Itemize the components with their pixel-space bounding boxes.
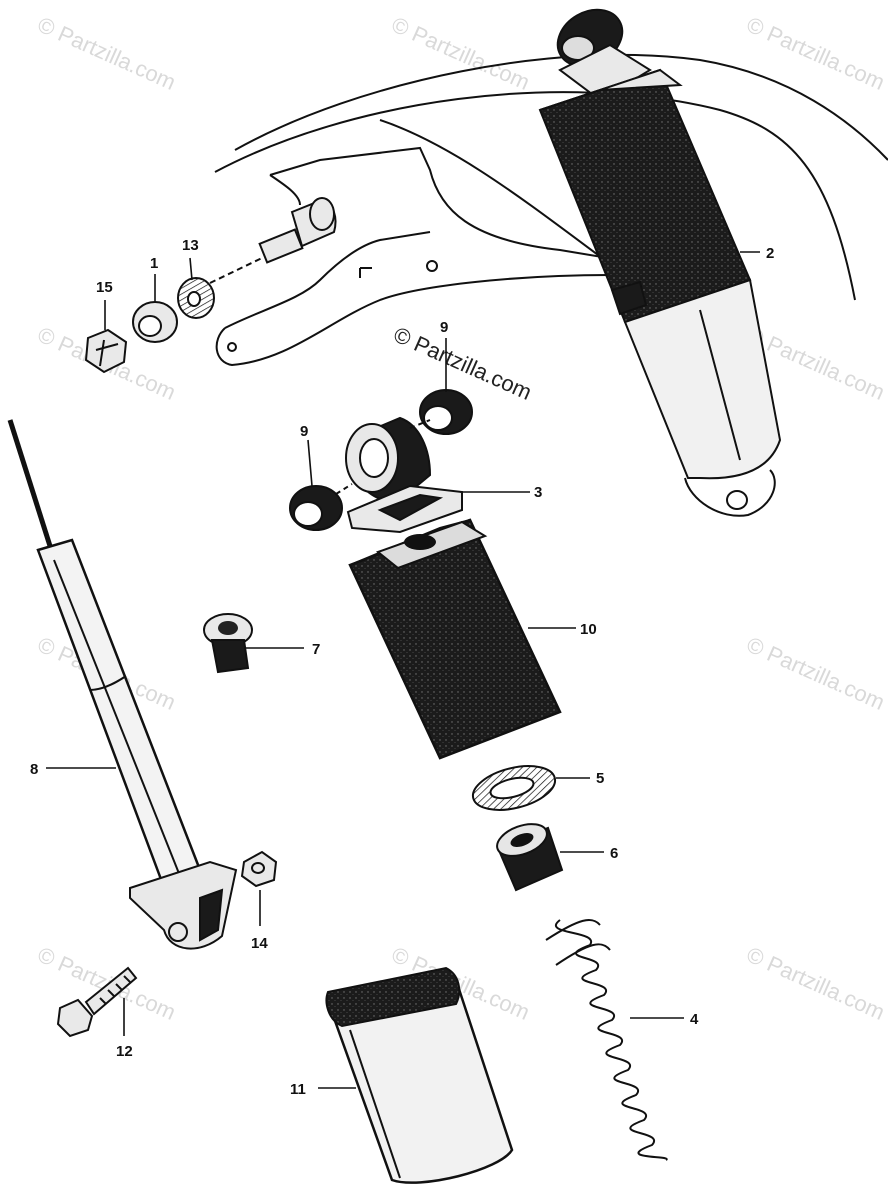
swing-arm (215, 146, 681, 367)
coil-spring (545, 919, 684, 1161)
callout-10: 10 (580, 621, 597, 638)
callout-3: 3 (534, 484, 542, 501)
watermark-text-center: © Partzilla.com (390, 322, 536, 405)
leader-lines (104, 257, 447, 487)
mounting-stud (209, 197, 337, 284)
watermark-text: © Partzilla.com (743, 12, 888, 95)
callout-8: 8 (30, 761, 38, 778)
spring-cover-lower (318, 966, 514, 1184)
spacer-collar (132, 301, 178, 343)
watermark-text: © Partzilla.com (34, 12, 180, 95)
callout-9-upper: 9 (440, 319, 448, 336)
callout-4: 4 (690, 1011, 699, 1028)
callout-5: 5 (596, 770, 604, 787)
callout-2: 2 (766, 245, 774, 262)
callout-1: 1 (150, 255, 158, 272)
mount-bolt-12 (56, 966, 138, 1038)
bushing-collar (409, 389, 473, 435)
fender-outline (214, 53, 888, 301)
upper-mount-joint (345, 416, 530, 534)
spring-seat-washer (471, 765, 590, 811)
callout-14: 14 (251, 935, 268, 952)
damper-unit (7, 419, 238, 950)
callout-6: 6 (610, 845, 618, 862)
washer (177, 277, 215, 319)
callout-7: 7 (312, 641, 320, 658)
cap-nut (84, 328, 128, 374)
rear-shock-assembly (538, 8, 782, 517)
bushing-collar (289, 483, 353, 531)
callout-15: 15 (96, 279, 113, 296)
watermark-text: © Partzilla.com (34, 942, 180, 1025)
callout-9-lower: 9 (300, 423, 308, 440)
hex-nut-14 (240, 850, 278, 926)
locknut-6 (496, 823, 604, 892)
callout-11: 11 (290, 1081, 306, 1098)
callout-12: 12 (116, 1043, 133, 1060)
spring-cover-upper (348, 518, 576, 760)
watermark-text: © Partzilla.com (743, 942, 888, 1025)
callout-labels: 1 2 3 4 5 6 7 8 9 9 10 11 12 13 14 15 (30, 237, 774, 1098)
watermark-text: © Partzilla.com (743, 632, 888, 715)
callout-13: 13 (182, 237, 199, 254)
bolt-nut-7 (203, 613, 304, 674)
